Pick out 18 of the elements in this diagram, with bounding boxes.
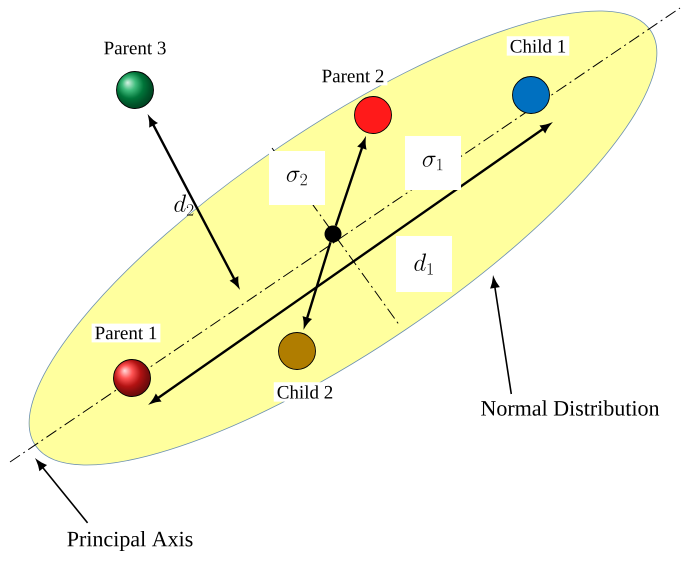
callout-text: Normal Distribution bbox=[481, 400, 660, 416]
point-label: Parent 1 bbox=[92, 324, 160, 342]
sigma-label: $\sigma_2$ bbox=[269, 151, 325, 205]
sigma-label: $\sigma_1$ bbox=[405, 136, 461, 190]
point-label: Parent 3 bbox=[100, 38, 170, 58]
edge-label: $d_2$ bbox=[174, 194, 194, 216]
point-label: Child 1 bbox=[506, 36, 570, 56]
point-label: Child 2 bbox=[274, 382, 336, 402]
edge-label: $d_1$ bbox=[396, 236, 452, 292]
point-label: Parent 2 bbox=[318, 66, 388, 86]
double-arrow bbox=[148, 116, 239, 287]
leader-arrow bbox=[36, 460, 88, 524]
arrow bbox=[302, 242, 332, 327]
double-arrow bbox=[150, 124, 550, 404]
center-dot bbox=[324, 226, 342, 242]
arrow bbox=[334, 139, 366, 226]
leader-arrow bbox=[490, 277, 512, 394]
callout-text: Principal Axis bbox=[67, 531, 192, 551]
